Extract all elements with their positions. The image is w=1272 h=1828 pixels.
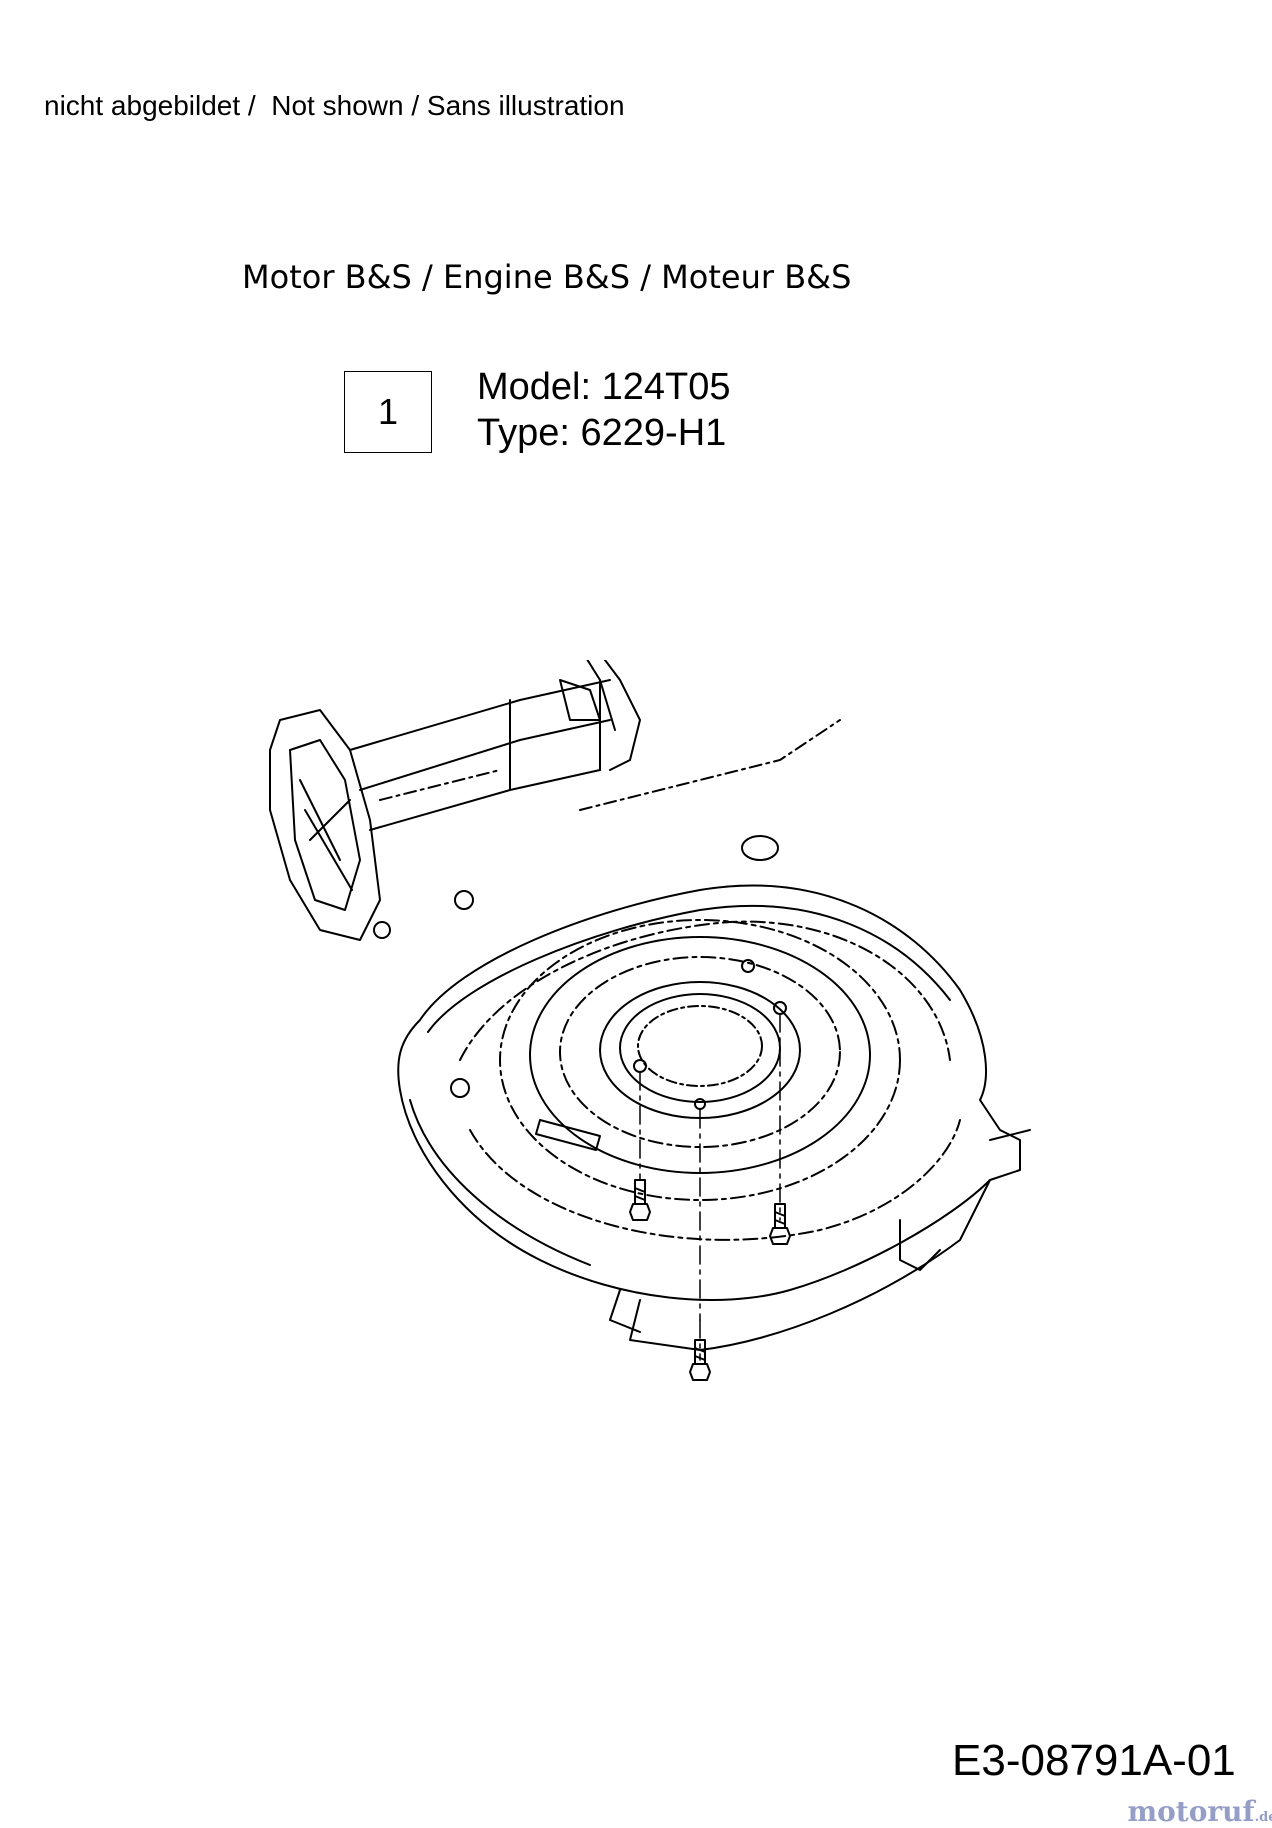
watermark-logo: motoruf.de (1108, 1762, 1272, 1828)
drawing-code: E3-08791A-01 (952, 1736, 1236, 1785)
mower-deck-icon (269, 660, 1031, 1351)
reference-number: 1 (377, 391, 399, 432)
model-line: Model: 124T05 (477, 366, 731, 408)
watermark-tld: .de (1254, 1810, 1272, 1825)
engine-model-info: Model: 124T05 Type: 6229-H1 (477, 364, 731, 456)
type-line: Type: 6229-H1 (477, 412, 727, 454)
screw-icon (629, 1179, 791, 1381)
mower-deck-illustration (269, 660, 1031, 1381)
not-shown-note: nicht abgebildet / Not shown / Sans illu… (44, 90, 625, 121)
engine-title: Motor B&S / Engine B&S / Moteur B&S (242, 258, 852, 296)
reference-number-box: 1 (344, 371, 432, 453)
